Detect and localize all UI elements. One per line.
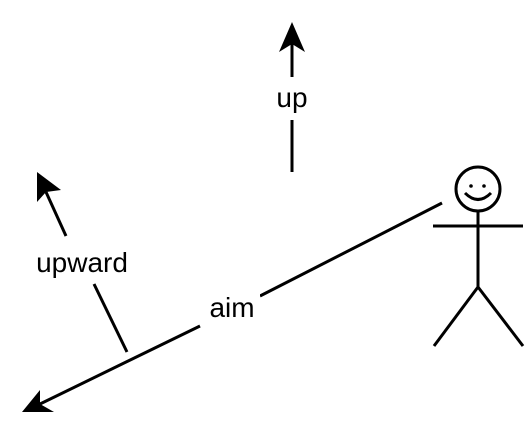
stick-figure-left-eye — [469, 184, 473, 188]
stick-figure — [432, 165, 525, 347]
stick-figure-head — [454, 165, 502, 213]
up-label: up — [276, 82, 307, 113]
upward-arrow-shaft-lower — [92, 283, 129, 353]
stick-figure-right-leg — [476, 286, 525, 347]
stick-figure-left-leg — [432, 286, 480, 347]
upward-label: upward — [36, 247, 128, 278]
aim-label: aim — [209, 292, 254, 323]
up-arrow: up — [270, 22, 314, 172]
upward-arrow: upward — [26, 172, 138, 353]
aim-arrow-shaft-right — [259, 201, 443, 298]
aim-arrowhead — [22, 390, 54, 412]
aim-arrow: aim — [22, 201, 443, 412]
up-arrowhead — [279, 22, 305, 52]
upward-label-bg — [26, 244, 138, 280]
upward-arrowhead — [37, 172, 61, 202]
upward-arrow-shaft-upper — [44, 191, 68, 237]
aim-label-bg — [204, 290, 260, 324]
stick-figure-smile — [463, 191, 493, 201]
up-label-bg — [270, 80, 314, 116]
aim-arrow-shaft-left — [39, 324, 201, 406]
stick-figure-right-eye — [482, 184, 486, 188]
